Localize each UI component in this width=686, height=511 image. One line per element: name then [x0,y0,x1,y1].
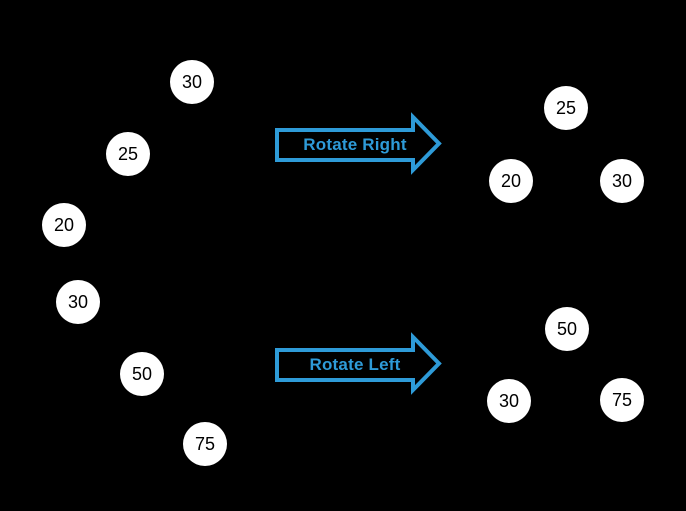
tree-node: 30 [56,280,100,324]
right-arrow-icon [275,112,442,175]
rotate-left-label: Rotate Left [309,355,401,374]
tree-node: 25 [544,86,588,130]
right-arrow-icon [275,332,442,395]
tree-node: 30 [600,159,644,203]
rotate-right-arrow: Rotate Right [270,110,446,176]
tree-node: 30 [170,60,214,104]
rotate-right-label: Rotate Right [303,135,407,154]
tree-node: 20 [42,203,86,247]
tree-node: 75 [600,378,644,422]
tree-node: 30 [487,379,531,423]
rotate-left-arrow: Rotate Left [270,330,446,396]
tree-node: 25 [106,132,150,176]
tree-node: 75 [183,422,227,466]
tree-node: 20 [489,159,533,203]
tree-node: 50 [545,307,589,351]
tree-node: 50 [120,352,164,396]
